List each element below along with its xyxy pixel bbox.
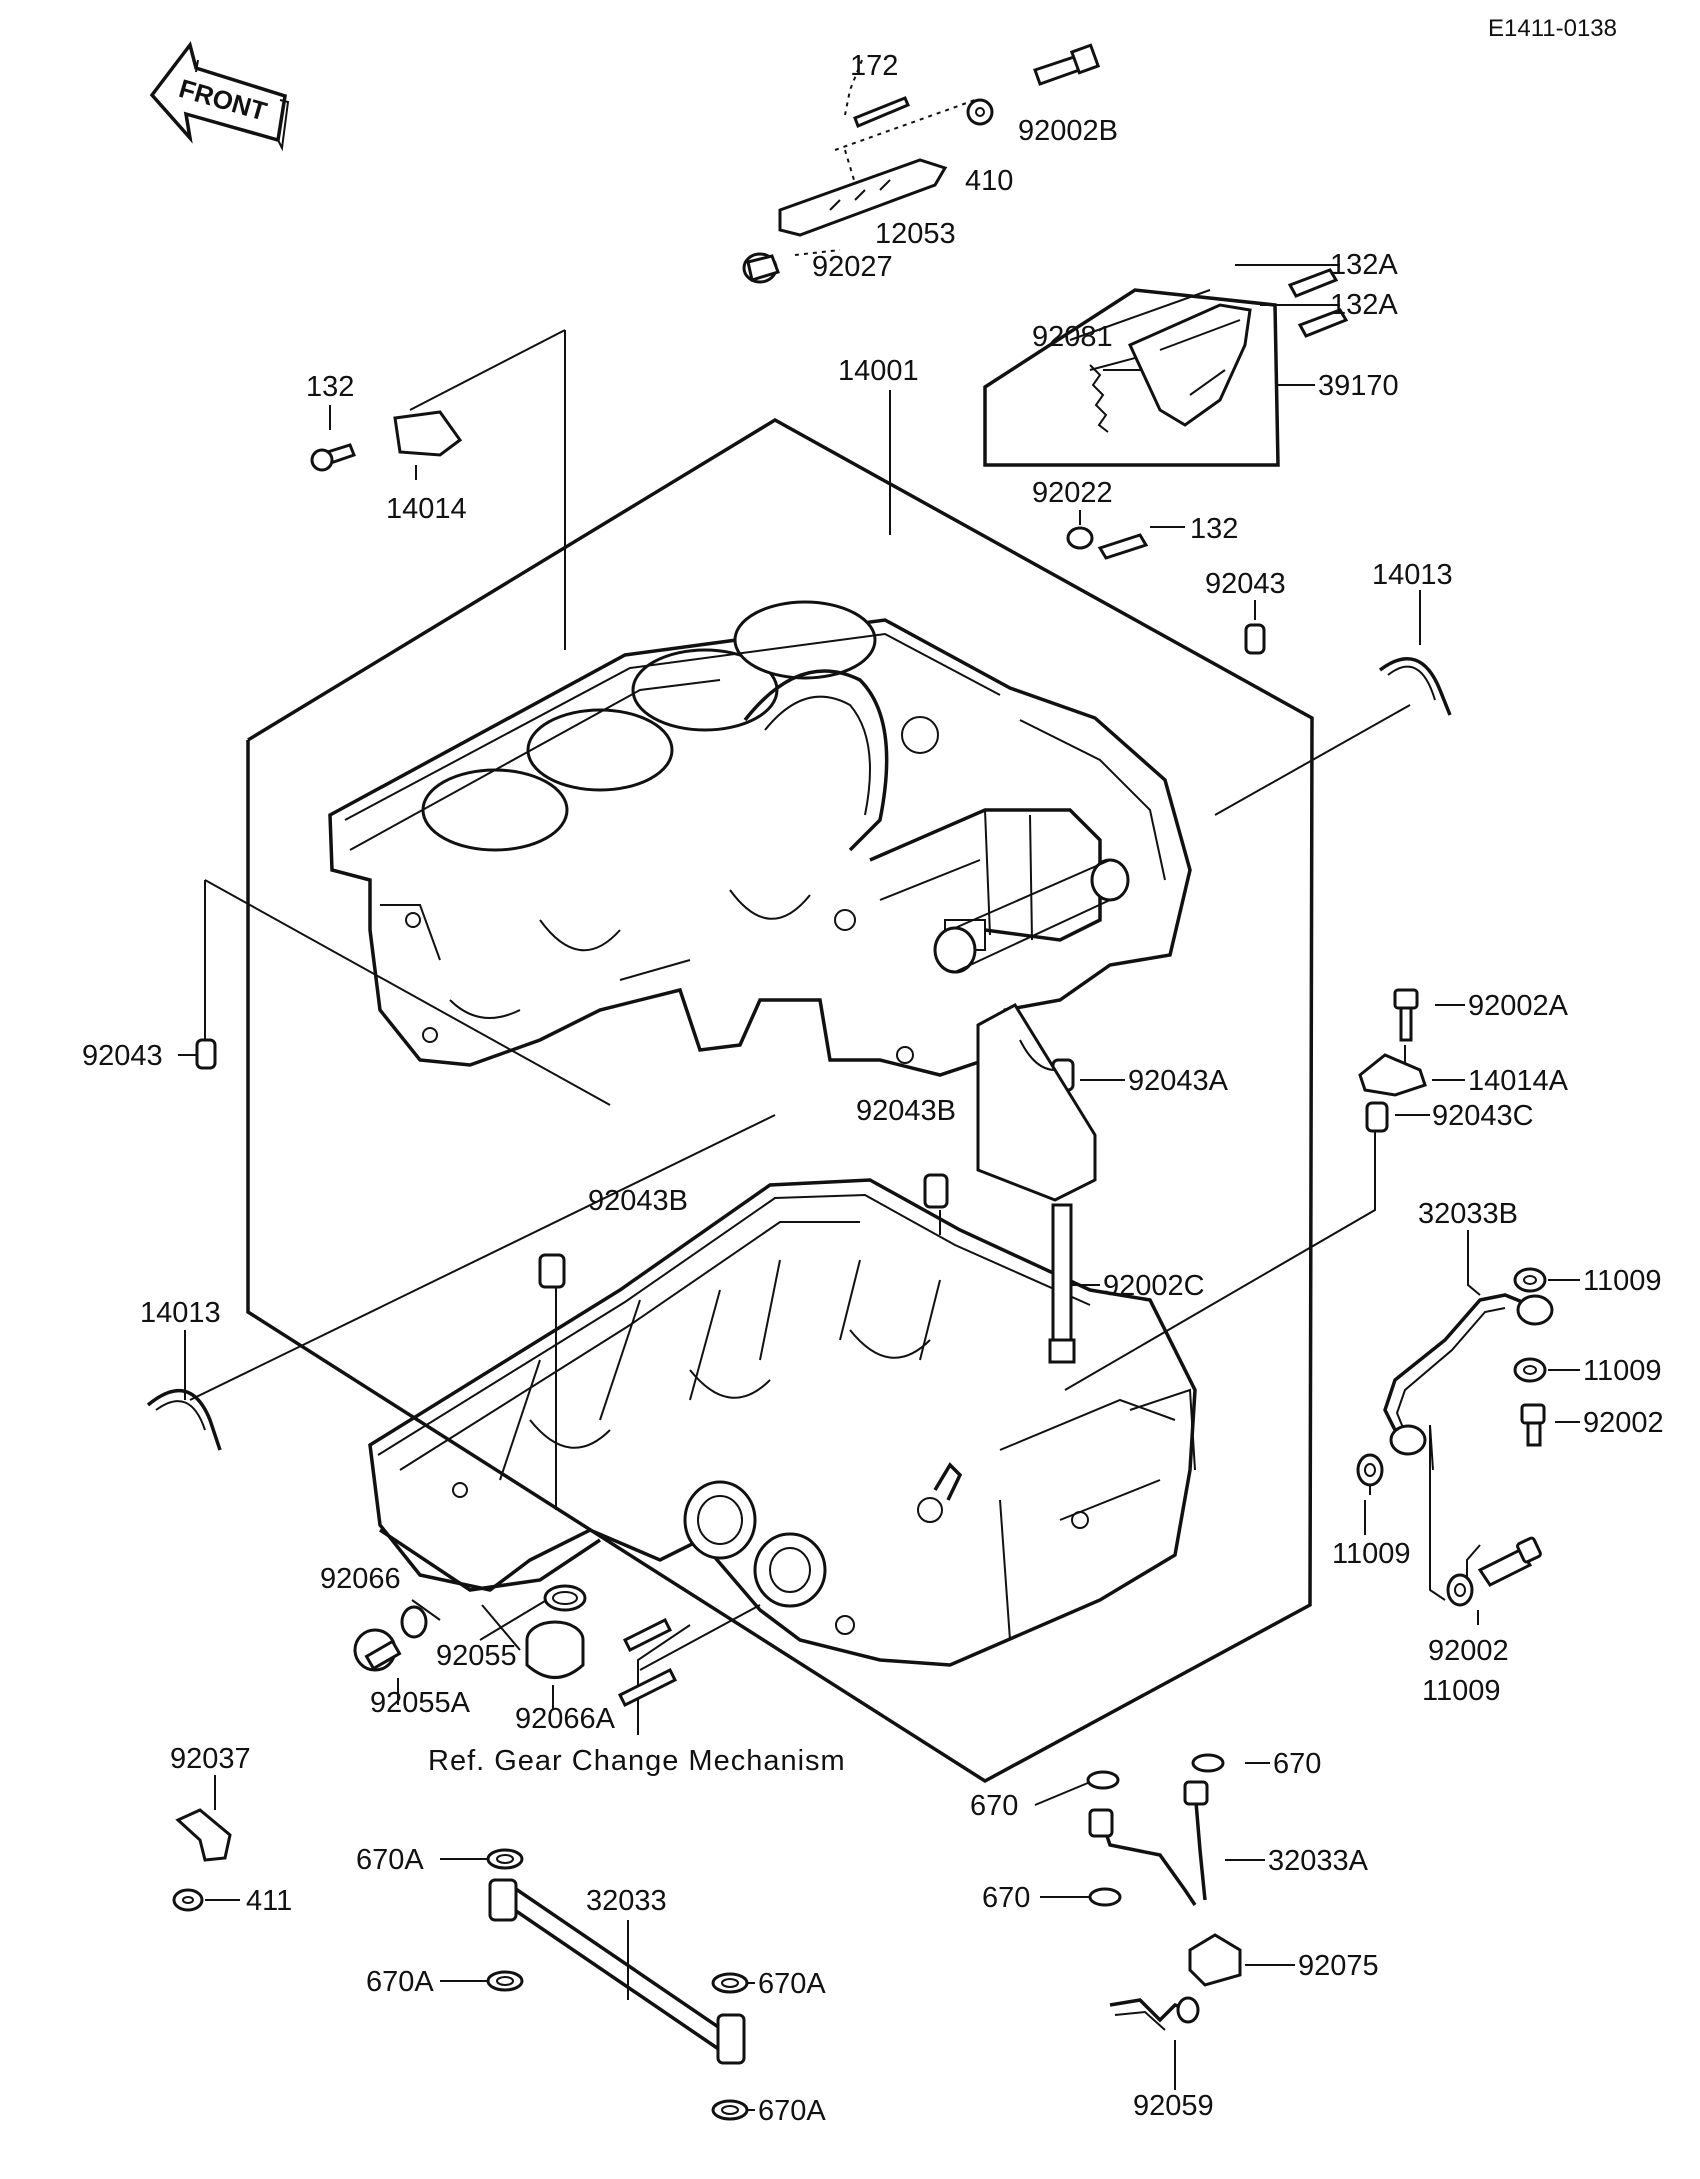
label-14014A: 14014A	[1468, 1065, 1569, 1097]
crankcase-assembly-outline	[246, 417, 1314, 1784]
label-670A-4: 670A	[758, 2095, 826, 2127]
label-11009-4: 11009	[1422, 1675, 1501, 1707]
label-132A-2: 132A	[1330, 289, 1398, 321]
label-670-1: 670	[1273, 1748, 1321, 1780]
label-92081: 92081	[1032, 321, 1113, 353]
lower-crankcase-drawing	[368, 1178, 1197, 1667]
label-132-top: 132	[306, 371, 354, 403]
front-arrow-icon: FRONT	[149, 41, 290, 152]
label-92027: 92027	[812, 251, 893, 283]
label-32033B: 32033B	[1418, 1198, 1518, 1230]
label-14014: 14014	[386, 493, 467, 525]
label-12053: 12053	[875, 218, 956, 250]
label-172: 172	[850, 50, 898, 82]
front-label: FRONT	[176, 73, 270, 127]
part-labels: 172 92002B 410 12053 92027 132A 132A 920…	[82, 50, 1664, 2127]
label-39170: 39170	[1318, 370, 1399, 402]
label-11009-2: 11009	[1583, 1355, 1662, 1387]
label-11009-1: 11009	[1583, 1265, 1662, 1297]
upper-crankcase-drawing	[328, 600, 1192, 1077]
document-code: E1411-0138	[1488, 15, 1617, 42]
label-411: 411	[246, 1885, 292, 1917]
label-92043C: 92043C	[1432, 1100, 1534, 1132]
label-92002C: 92002C	[1103, 1270, 1205, 1302]
label-670A-1: 670A	[356, 1844, 424, 1876]
label-92066: 92066	[320, 1563, 401, 1595]
label-92002-2: 92002	[1428, 1635, 1509, 1667]
label-92037: 92037	[170, 1743, 251, 1775]
label-14013-left: 14013	[140, 1297, 221, 1329]
label-670-3: 670	[982, 1882, 1030, 1914]
label-32033A: 32033A	[1268, 1845, 1369, 1877]
label-132A-1: 132A	[1330, 249, 1398, 281]
label-ref-gear-change: Ref. Gear Change Mechanism	[428, 1745, 846, 1777]
label-11009-3: 11009	[1332, 1538, 1411, 1570]
label-92043-top: 92043	[1205, 568, 1286, 600]
label-92059: 92059	[1133, 2090, 1214, 2122]
chain-tensioner-box	[983, 288, 1280, 467]
label-410: 410	[965, 165, 1013, 197]
label-92022: 92022	[1032, 477, 1113, 509]
label-92002B: 92002B	[1018, 115, 1118, 147]
label-14001: 14001	[838, 355, 919, 387]
label-670-2: 670	[970, 1790, 1018, 1822]
label-32033: 32033	[586, 1885, 667, 1917]
label-92055: 92055	[436, 1640, 517, 1672]
small-parts	[146, 43, 1554, 2121]
leader-lines	[178, 59, 1580, 2111]
label-92075: 92075	[1298, 1950, 1379, 1982]
label-14013-top: 14013	[1372, 559, 1453, 591]
label-92066A: 92066A	[515, 1703, 616, 1735]
label-92002-1: 92002	[1583, 1407, 1664, 1439]
label-132-mid: 132	[1190, 513, 1238, 545]
label-92043A: 92043A	[1128, 1065, 1229, 1097]
label-92055A: 92055A	[370, 1687, 471, 1719]
label-92043-left: 92043	[82, 1040, 163, 1072]
label-92043B-2: 92043B	[588, 1185, 688, 1217]
label-92002A: 92002A	[1468, 990, 1569, 1022]
label-670A-3: 670A	[758, 1968, 826, 2000]
label-670A-2: 670A	[366, 1966, 434, 1998]
label-92043B-1: 92043B	[856, 1095, 956, 1127]
